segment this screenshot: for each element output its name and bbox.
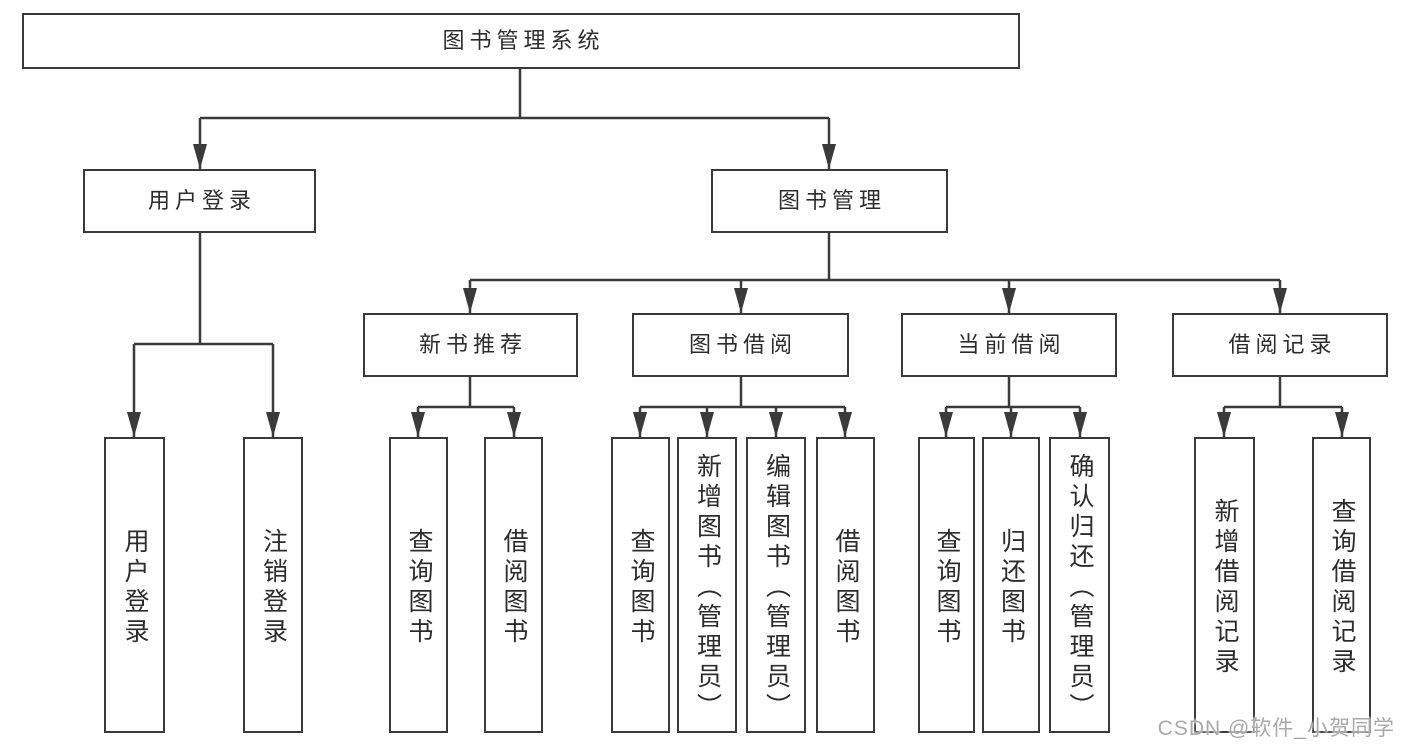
leaf-query-borrow-record: 查询借阅记录 [1312, 437, 1371, 733]
node-label: 新增图书（管理员） [693, 452, 722, 723]
leaf-add-books-admin: 新增图书（管理员） [677, 437, 737, 733]
node-new-book-recommendation: 新书推荐 [363, 313, 578, 377]
node-label: 新增借阅记录 [1211, 497, 1239, 678]
leaf-logout: 注销登录 [243, 437, 303, 733]
node-label: 新书推荐 [418, 332, 527, 357]
leaf-query-books-recommend: 查询图书 [389, 437, 448, 733]
node-label: 查询图书 [405, 527, 433, 648]
leaf-query-books-current: 查询图书 [918, 437, 975, 733]
leaf-borrow-books: 借阅图书 [816, 437, 875, 733]
node-book-borrowing: 图书借阅 [632, 313, 849, 377]
node-label: 归还图书 [997, 527, 1026, 648]
node-label: 借阅图书 [500, 527, 528, 648]
node-borrowing-records: 借阅记录 [1172, 313, 1388, 377]
leaf-user-login: 用户登录 [104, 437, 165, 733]
leaf-query-books-borrowing: 查询图书 [611, 437, 670, 733]
leaf-edit-books-admin: 编辑图书（管理员） [746, 437, 806, 733]
node-label: 当前借阅 [957, 332, 1066, 357]
node-label: 用户登录 [121, 527, 149, 648]
leaf-borrow-books-recommend: 借阅图书 [484, 437, 543, 733]
node-user-login: 用户登录 [83, 169, 316, 233]
node-label: 查询借阅记录 [1328, 497, 1356, 678]
node-label: 图书借阅 [688, 332, 797, 357]
leaf-return-books: 归还图书 [982, 437, 1040, 733]
node-label: 编辑图书（管理员） [762, 452, 791, 723]
node-label: 借阅图书 [832, 527, 860, 648]
csdn-watermark: CSDN @软件_小贺同学 [1157, 717, 1395, 740]
node-label: 查询图书 [933, 527, 961, 648]
node-current-borrowing: 当前借阅 [901, 313, 1117, 377]
node-label: 用户登录 [147, 188, 256, 213]
node-label: 查询图书 [627, 527, 655, 648]
node-label: 图书管理 [777, 188, 886, 213]
node-label: 借阅记录 [1228, 332, 1337, 357]
node-label: 图书管理系统 [442, 28, 605, 53]
node-label: 注销登录 [259, 527, 288, 648]
leaf-add-borrow-record: 新增借阅记录 [1194, 437, 1255, 733]
node-book-management: 图书管理 [711, 169, 948, 233]
node-library-management-system: 图书管理系统 [22, 13, 1020, 69]
leaf-confirm-return-admin: 确认归还（管理员） [1049, 437, 1110, 733]
node-label: 确认归还（管理员） [1066, 452, 1094, 723]
